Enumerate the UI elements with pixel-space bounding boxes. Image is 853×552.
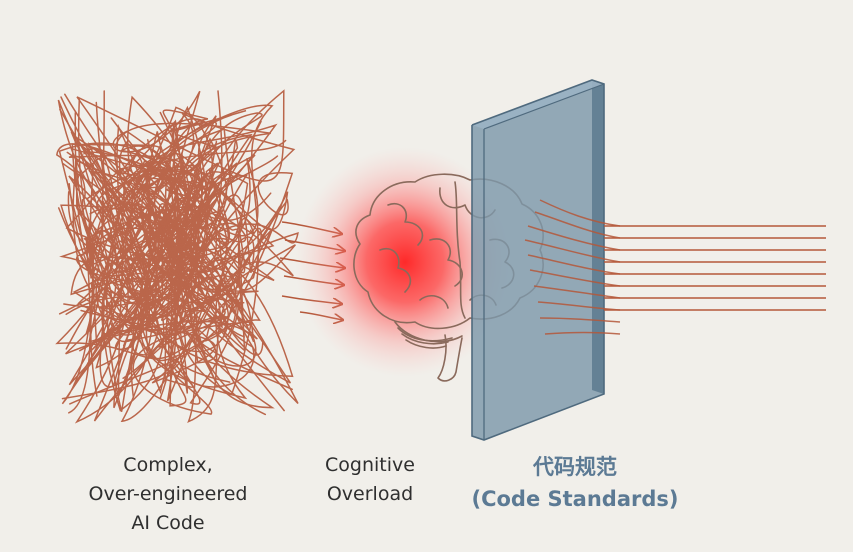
caption-line: 代码规范 <box>533 455 617 479</box>
tangle-line <box>124 109 294 378</box>
caption-line: Complex, <box>123 454 213 476</box>
caption-line: Overload <box>326 483 414 505</box>
tangle-line <box>78 112 296 407</box>
converging-lines <box>524 199 621 335</box>
tangle-line <box>57 89 285 362</box>
complex-code-caption: Complex, Over-engineered AI Code <box>58 451 278 538</box>
caption-line: Over-engineered <box>88 483 248 505</box>
code-standards-caption: 代码规范 (Code Standards) <box>440 451 710 515</box>
tangle-line <box>89 111 259 322</box>
caption-line: AI Code <box>131 512 205 534</box>
overload-glow <box>295 147 515 377</box>
tangle-line <box>90 139 287 367</box>
cognitive-overload-caption: Cognitive Overload <box>290 451 450 509</box>
tangle-line <box>65 131 299 405</box>
code-standards-panel <box>471 79 605 441</box>
caption-line: (Code Standards) <box>471 487 679 511</box>
tangle-line <box>67 191 294 424</box>
tangle-line <box>55 143 285 412</box>
tangled-code-lines <box>55 89 299 424</box>
caption-line: Cognitive <box>325 454 415 476</box>
tangle-line <box>59 108 226 422</box>
clean-code-lines <box>604 225 826 311</box>
tangle-line <box>83 133 218 369</box>
